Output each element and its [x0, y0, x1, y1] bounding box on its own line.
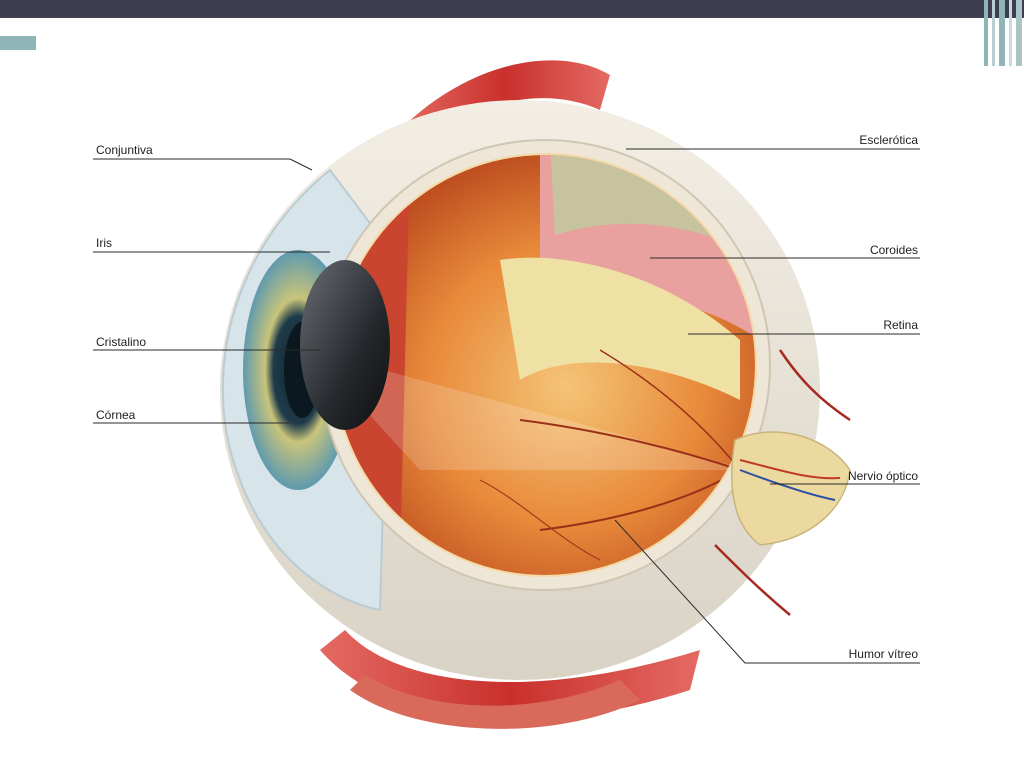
label-conjuntiva: Conjuntiva	[96, 143, 153, 157]
lens-shape	[300, 260, 390, 430]
slide-decoration-right	[984, 0, 1024, 70]
slide-accent-left	[0, 36, 36, 50]
leader-conjuntiva	[93, 158, 313, 171]
muscle-top	[400, 60, 610, 150]
leader-humor-vitreo	[614, 519, 920, 664]
muscle-bottom-2	[350, 675, 640, 729]
label-iris: Iris	[96, 236, 112, 250]
retina-yellow	[500, 257, 740, 400]
label-nervio-optico: Nervio óptico	[847, 469, 918, 483]
label-humor-vitreo: Humor vítreo	[848, 647, 918, 661]
label-coroides: Coroides	[869, 243, 918, 257]
label-esclerotica: Esclerótica	[859, 133, 918, 147]
label-cornea: Córnea	[96, 408, 136, 422]
label-retina: Retina	[883, 318, 918, 332]
slide-top-bar	[0, 0, 1024, 18]
label-cristalino: Cristalino	[96, 335, 147, 349]
